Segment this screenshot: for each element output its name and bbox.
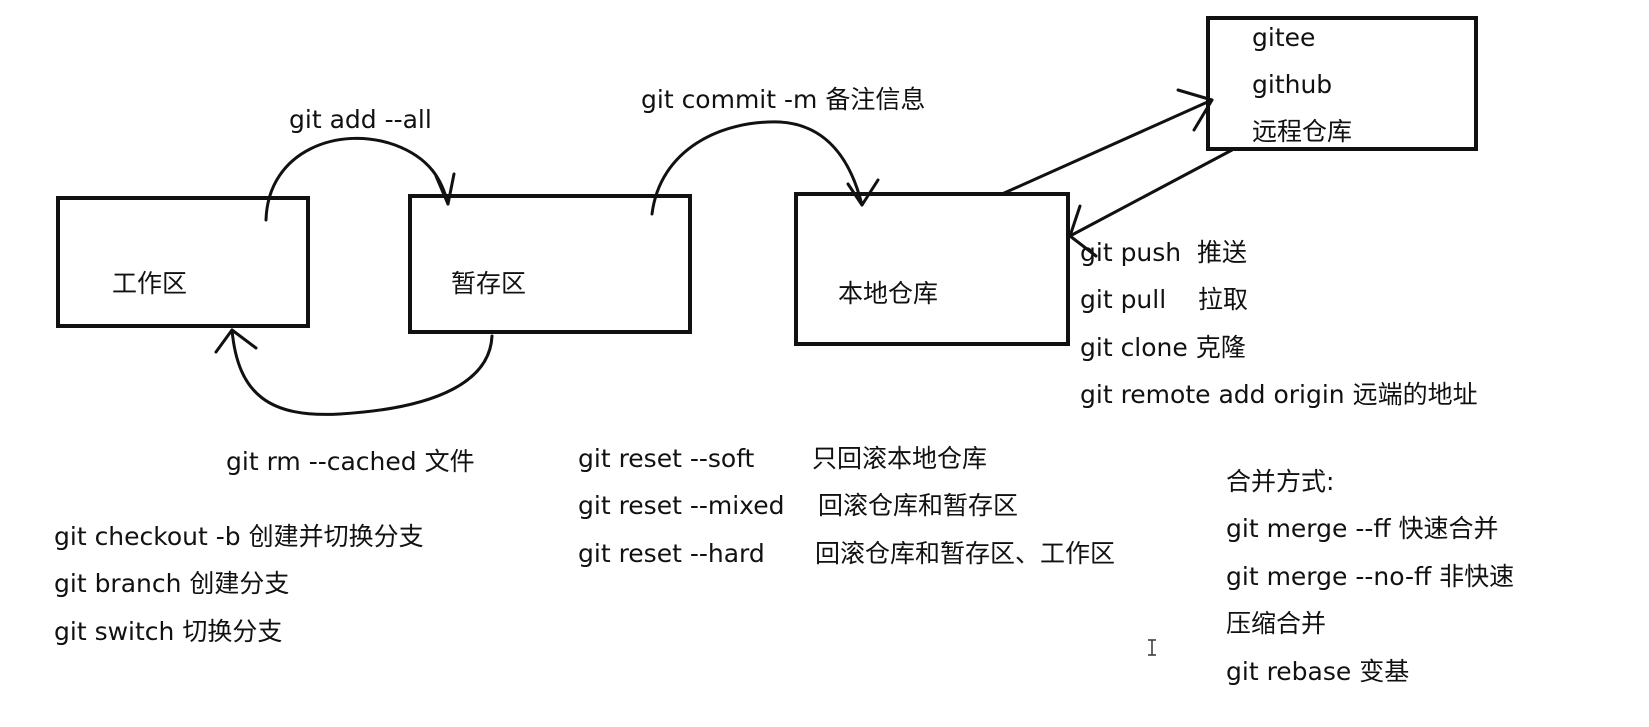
- rm-cached-command: git rm --cached 文件: [226, 447, 475, 476]
- merge-item-squash: 压缩合并: [1226, 609, 1326, 638]
- remote-command-remote-add: git remote add origin 远端的地址: [1080, 380, 1478, 409]
- pull-arrowhead: [1068, 204, 1098, 258]
- reset-mixed-command: git reset --mixed: [578, 491, 784, 520]
- staging-label: 暂存区: [451, 269, 526, 298]
- remote-label-remote-repo: 远程仓库: [1252, 117, 1352, 146]
- local-repo-label: 本地仓库: [838, 279, 938, 308]
- rm-cached-arrowhead: [214, 328, 258, 354]
- remote-command-clone: git clone 克隆: [1080, 333, 1246, 362]
- push-arrowhead: [1176, 88, 1214, 132]
- reset-hard-command: git reset --hard: [578, 539, 765, 568]
- reset-soft-desc: 只回滚本地仓库: [812, 444, 987, 473]
- merge-item-ff: git merge --ff 快速合并: [1226, 514, 1499, 543]
- remote-command-pull: git pull 拉取: [1080, 285, 1248, 314]
- branch-command-checkout: git checkout -b 创建并切换分支: [54, 522, 424, 551]
- merge-title: 合并方式:: [1226, 467, 1334, 496]
- add-command: git add --all: [289, 105, 432, 134]
- merge-item-no-ff: git merge --no-ff 非快速: [1226, 562, 1514, 591]
- reset-soft-command: git reset --soft: [578, 444, 755, 473]
- remote-label-github: github: [1252, 70, 1332, 99]
- commit-arrow: [650, 120, 864, 216]
- commit-command: git commit -m 备注信息: [641, 85, 925, 114]
- pull-arrow: [1068, 148, 1234, 238]
- remote-repo-box: [1206, 16, 1478, 151]
- reset-mixed-desc: 回滚仓库和暂存区: [818, 491, 1018, 520]
- commit-arrowhead: [846, 178, 880, 207]
- branch-command-switch: git switch 切换分支: [54, 617, 282, 646]
- local-repo-box: [794, 192, 1070, 346]
- staging-box: [408, 194, 692, 334]
- remote-command-push: git push 推送: [1080, 238, 1247, 267]
- text-cursor-icon: [1148, 639, 1156, 656]
- push-arrow: [1000, 98, 1214, 196]
- add-arrowhead: [434, 172, 456, 206]
- workspace-label: 工作区: [112, 269, 187, 298]
- add-arrow: [264, 136, 450, 222]
- reset-hard-desc: 回滚仓库和暂存区、工作区: [815, 539, 1115, 568]
- rm-cached-arrow: [230, 328, 494, 416]
- merge-item-rebase: git rebase 变基: [1226, 657, 1409, 686]
- workspace-box: [56, 196, 310, 328]
- branch-command-branch: git branch 创建分支: [54, 569, 289, 598]
- remote-label-gitee: gitee: [1252, 23, 1315, 52]
